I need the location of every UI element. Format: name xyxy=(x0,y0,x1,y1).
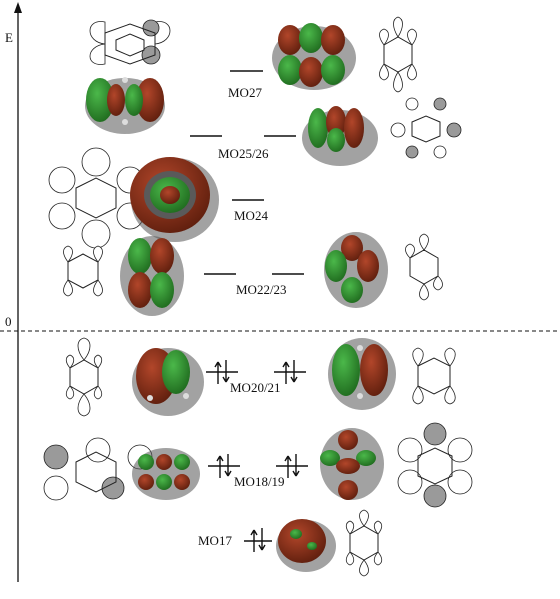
energy-axis-label: E xyxy=(5,30,13,45)
sketch-mo20-left xyxy=(65,337,103,417)
render-mo18 xyxy=(132,448,200,500)
render-mo19 xyxy=(320,428,384,500)
electrons-mo21 xyxy=(274,360,306,384)
render-mo27-right xyxy=(272,23,356,90)
render-mo25-26-right xyxy=(302,106,378,166)
electrons-mo18 xyxy=(208,454,240,478)
sketch-mo24-left xyxy=(48,147,144,249)
zero-energy-label: 0 xyxy=(5,314,12,329)
label-mo17: MO17 xyxy=(198,533,232,548)
render-mo24-center xyxy=(130,157,219,242)
sketch-mo27-left xyxy=(89,19,171,65)
label-mo24: MO24 xyxy=(234,208,268,223)
electrons-mo20 xyxy=(206,360,238,384)
render-mo20 xyxy=(132,348,204,416)
label-mo25-26: MO25/26 xyxy=(218,146,269,161)
sketch-mo25-26-right xyxy=(390,97,462,159)
sketch-mo27-right xyxy=(379,16,417,93)
sketch-mo23-right xyxy=(405,233,443,301)
render-mo17 xyxy=(276,519,336,572)
sketch-mo17-right xyxy=(345,509,383,577)
sketch-mo21-right xyxy=(412,347,456,405)
label-mo22-23: MO22/23 xyxy=(236,282,287,297)
render-mo21 xyxy=(328,338,396,410)
label-mo20-21: MO20/21 xyxy=(230,380,281,395)
render-mo27-left xyxy=(85,77,165,134)
label-mo18-19: MO18/19 xyxy=(234,474,285,489)
render-mo23 xyxy=(324,232,388,308)
energy-axis-arrowhead xyxy=(14,2,22,13)
render-mo22 xyxy=(120,236,184,316)
sketch-mo19-right xyxy=(397,422,473,508)
electrons-mo19 xyxy=(276,454,308,478)
label-mo27: MO27 xyxy=(228,85,262,100)
electrons-mo17 xyxy=(244,528,272,552)
sketch-mo22-left xyxy=(63,245,103,297)
